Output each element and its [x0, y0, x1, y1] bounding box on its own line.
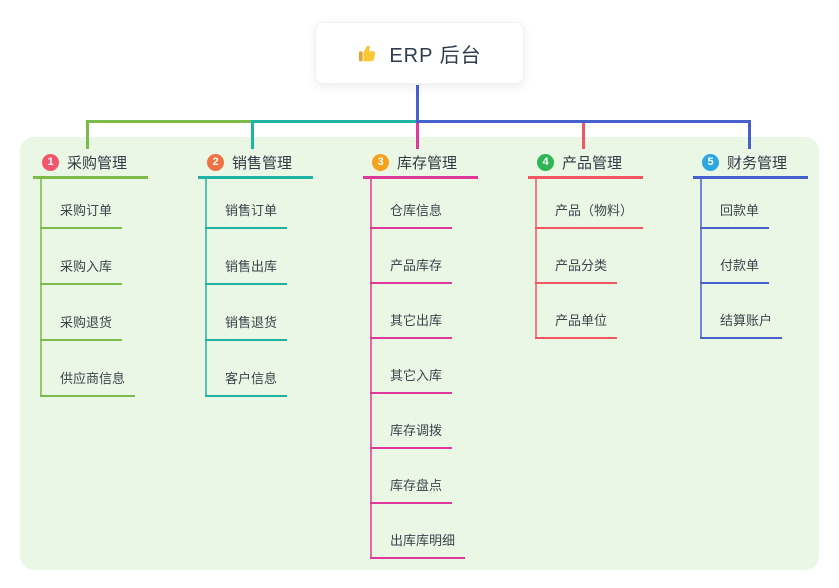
- child-node-付款单[interactable]: 付款单: [700, 257, 770, 284]
- branch-number-badge: 2: [207, 153, 224, 171]
- child-node-产品（物料）[interactable]: 产品（物料）: [535, 202, 644, 229]
- branch-children-line: [535, 179, 537, 339]
- branch-title: 财务管理: [727, 154, 788, 172]
- root-stem-line: [416, 85, 419, 123]
- thumbs-up-icon: [357, 42, 379, 64]
- branches-card: [20, 137, 819, 570]
- child-node-产品分类[interactable]: 产品分类: [535, 257, 618, 284]
- child-node-产品库存[interactable]: 产品库存: [370, 257, 453, 284]
- child-node-供应商信息[interactable]: 供应商信息: [40, 370, 136, 397]
- branch-title: 采购管理: [67, 154, 128, 172]
- child-node-出库库明细[interactable]: 出库库明细: [370, 532, 466, 559]
- child-node-其它出库[interactable]: 其它出库: [370, 312, 453, 339]
- branch-drop-line: [748, 123, 751, 149]
- child-node-销售退货[interactable]: 销售退货: [205, 314, 288, 341]
- trunk-segment-line: [419, 120, 751, 123]
- child-node-库存盘点[interactable]: 库存盘点: [370, 477, 453, 504]
- child-node-销售订单[interactable]: 销售订单: [205, 202, 288, 229]
- branch-node-库存管理[interactable]: 3 库存管理: [363, 148, 478, 179]
- branch-children-line: [370, 179, 372, 559]
- trunk-segment-line: [86, 120, 254, 123]
- child-node-销售出库[interactable]: 销售出库: [205, 258, 288, 285]
- child-node-客户信息[interactable]: 客户信息: [205, 370, 288, 397]
- branch-children-line: [205, 179, 207, 397]
- child-node-库存调拨[interactable]: 库存调拨: [370, 422, 453, 449]
- branch-title: 销售管理: [232, 154, 293, 172]
- child-node-仓库信息[interactable]: 仓库信息: [370, 202, 453, 229]
- branch-title: 产品管理: [562, 154, 623, 172]
- branch-number-badge: 3: [372, 153, 389, 171]
- branch-drop-line: [582, 123, 585, 149]
- root-node[interactable]: ERP 后台: [315, 22, 524, 84]
- branch-drop-line: [416, 123, 419, 149]
- child-node-采购退货[interactable]: 采购退货: [40, 314, 123, 341]
- child-node-其它入库[interactable]: 其它入库: [370, 367, 453, 394]
- child-node-采购订单[interactable]: 采购订单: [40, 202, 123, 229]
- branch-drop-line: [251, 123, 254, 149]
- root-label: ERP 后台: [389, 44, 482, 67]
- branch-drop-line: [86, 123, 89, 149]
- branch-node-财务管理[interactable]: 5 财务管理: [693, 148, 808, 179]
- branch-node-产品管理[interactable]: 4 产品管理: [528, 148, 643, 179]
- branch-title: 库存管理: [397, 154, 458, 172]
- branch-node-销售管理[interactable]: 2 销售管理: [198, 148, 313, 179]
- branch-number-badge: 5: [702, 153, 719, 171]
- branch-number-badge: 1: [42, 153, 59, 171]
- branch-number-badge: 4: [537, 153, 554, 171]
- branch-children-line: [40, 179, 42, 397]
- child-node-结算账户[interactable]: 结算账户: [700, 312, 783, 339]
- branch-node-采购管理[interactable]: 1 采购管理: [33, 148, 148, 179]
- child-node-回款单[interactable]: 回款单: [700, 202, 770, 229]
- branch-children-line: [700, 179, 702, 339]
- child-node-产品单位[interactable]: 产品单位: [535, 312, 618, 339]
- child-node-采购入库[interactable]: 采购入库: [40, 258, 123, 285]
- trunk-segment-line: [251, 120, 416, 123]
